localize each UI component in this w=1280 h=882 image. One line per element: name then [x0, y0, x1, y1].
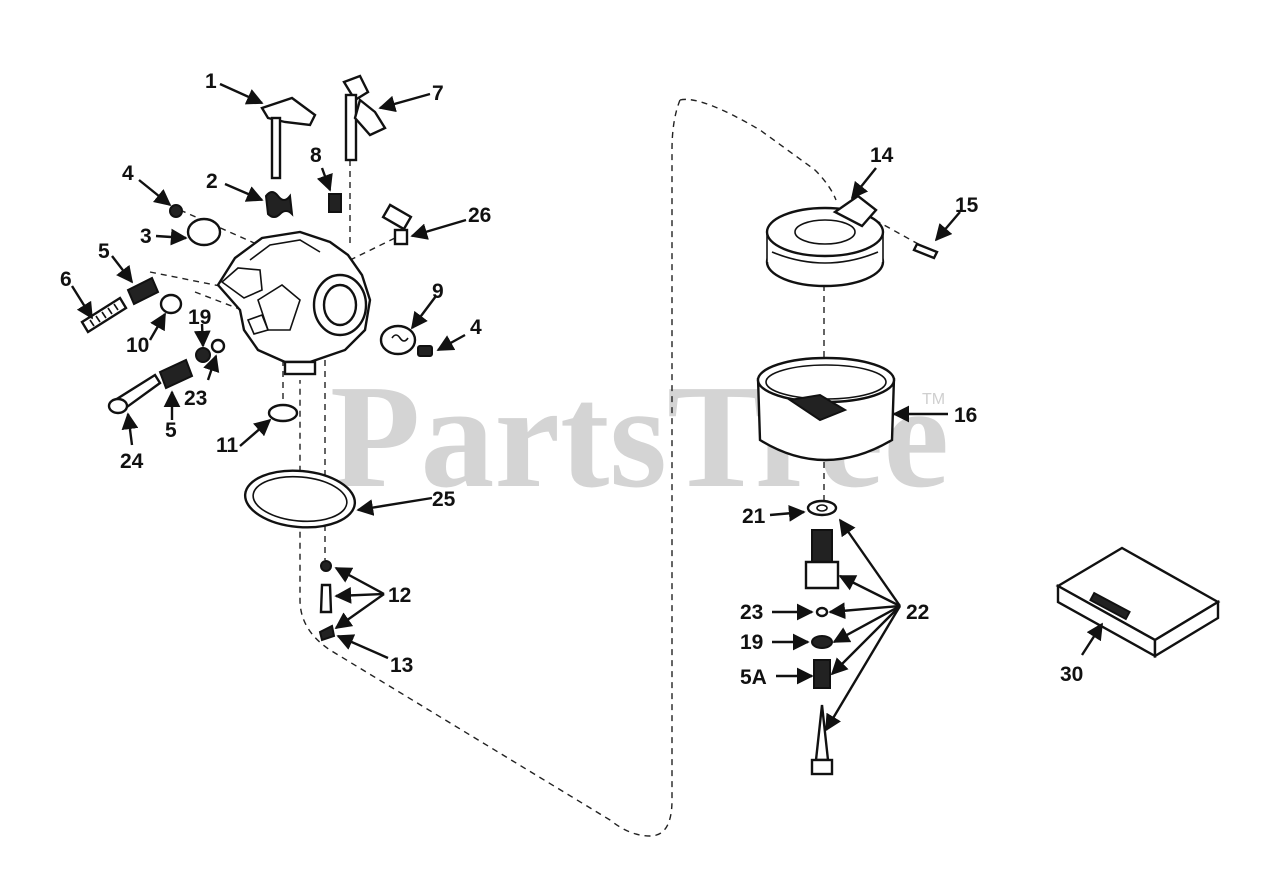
- part-12-pin: [319, 583, 333, 614]
- callout-7: 7: [432, 82, 444, 105]
- assembly-dashed-outline: [299, 99, 681, 837]
- callout-10: 10: [126, 334, 149, 357]
- callout-3: 3: [140, 225, 152, 248]
- part-8-spring: [328, 193, 342, 213]
- callout-4-right: 4: [470, 316, 482, 339]
- callout-5A: 5A: [740, 666, 767, 689]
- axis-idle: [149, 271, 256, 316]
- part-2-spring: [264, 191, 294, 218]
- part-11-seat: [267, 403, 299, 423]
- callout-12: 12: [388, 584, 411, 607]
- part-19-washer: [195, 347, 211, 363]
- watermark-trademark: TM: [922, 391, 945, 408]
- part-30-repair-kit: [1055, 546, 1221, 659]
- part-7-choke-shaft: [342, 74, 387, 162]
- callout-15: 15: [955, 194, 979, 217]
- callout-11: 11: [216, 434, 239, 457]
- part-4-screw-left: [169, 204, 183, 218]
- axis-pin: [874, 219, 921, 246]
- part-12-ball: [320, 560, 332, 572]
- callout-26: 26: [468, 204, 491, 227]
- callout-23-right: 23: [740, 601, 763, 624]
- part-23-o-ring: [210, 338, 226, 354]
- part-5-spring-lower: [158, 358, 194, 390]
- callout-5-lower: 5: [165, 419, 177, 442]
- leader-arrows: [70, 82, 1104, 732]
- part-25-gasket: [243, 469, 357, 529]
- part-4-screw-right: [417, 345, 433, 357]
- part-24-needle: [107, 373, 162, 415]
- callout-2: 2: [206, 170, 218, 193]
- part-10-o-ring: [159, 293, 183, 315]
- part-15-pin: [912, 242, 939, 260]
- callout-30: 30: [1060, 663, 1083, 686]
- part-13-clip: [318, 624, 336, 642]
- callout-8: 8: [310, 144, 322, 167]
- callout-22: 22: [906, 601, 929, 624]
- callout-21: 21: [742, 505, 766, 528]
- part-9-choke-plate: [379, 324, 417, 356]
- callout-16: 16: [954, 404, 977, 427]
- callout-13: 13: [390, 654, 413, 677]
- callout-19-left: 19: [188, 306, 211, 329]
- carburetor-body: [216, 230, 372, 376]
- part-5A-spring: [813, 659, 831, 689]
- callout-19-right: 19: [740, 631, 763, 654]
- callout-14: 14: [870, 144, 894, 167]
- callout-6: 6: [60, 268, 72, 291]
- callout-5-upper: 5: [98, 240, 110, 263]
- callout-1: 1: [205, 70, 217, 93]
- part-3-throttle-plate: [186, 217, 222, 247]
- callout-9: 9: [432, 280, 444, 303]
- callout-24: 24: [120, 450, 144, 473]
- part-6-idle-screw: [80, 296, 128, 334]
- dashed-link-top: [679, 98, 837, 201]
- part-22-bowl-nut: [804, 529, 840, 590]
- callout-25: 25: [432, 488, 456, 511]
- part-23-o-ring-right: [815, 606, 829, 618]
- part-14-float: [765, 194, 885, 288]
- part-16-bowl: [756, 356, 896, 462]
- part-26-fitting: [381, 203, 413, 246]
- part-1-throttle-shaft: [260, 96, 317, 180]
- callout-4-left: 4: [122, 162, 134, 185]
- part-5-spring-upper: [126, 276, 160, 306]
- part-22-needle: [810, 704, 834, 776]
- callout-23-left: 23: [184, 387, 207, 410]
- part-19-washer-right: [811, 635, 833, 649]
- part-21-washer: [806, 499, 838, 517]
